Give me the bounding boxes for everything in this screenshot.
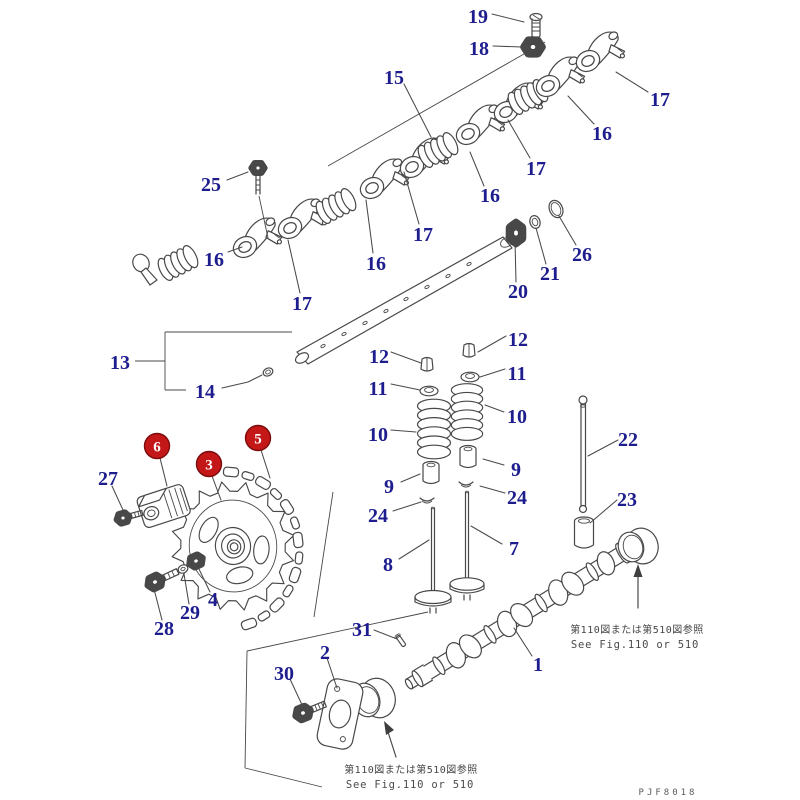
part-number-8: 8: [383, 554, 393, 576]
circled-part-number-5: 5: [244, 424, 272, 452]
drawing-code: PJF8018: [639, 788, 698, 798]
tensioner-bolt: [116, 508, 144, 524]
part-number-16: 16: [366, 253, 386, 275]
shaft-plug: [262, 367, 274, 377]
part-number-14: 14: [195, 381, 215, 403]
timing-chain: [222, 466, 304, 631]
detail-boundary-lines: [244, 41, 546, 788]
badge-circle: [195, 450, 223, 478]
cam-sprocket: [171, 481, 295, 611]
dowel-pin: [394, 633, 407, 648]
plate-bolt: [294, 700, 327, 721]
part-number-16: 16: [480, 185, 500, 207]
part-number-20: 20: [508, 281, 528, 303]
part-number-26: 26: [572, 244, 592, 266]
part-number-30: 30: [274, 663, 294, 685]
part-number-31: 31: [352, 619, 372, 641]
part-number-19: 19: [468, 6, 488, 28]
shaft-collar-set: [510, 199, 564, 242]
badge-circle: [143, 432, 171, 460]
part-number-18: 18: [469, 38, 489, 60]
adjusting-screw: [529, 12, 543, 39]
part-number-25: 25: [201, 174, 221, 196]
part-number-16: 16: [204, 249, 224, 271]
note-ja: 第110図または第510図参照: [570, 623, 704, 636]
part-number-21: 21: [540, 263, 560, 285]
badge-circle: [244, 424, 272, 452]
part-number-10: 10: [368, 424, 388, 446]
chain-tensioner: [136, 484, 191, 528]
note-en: See Fig.110 or 510: [571, 639, 699, 651]
sprocket-nut: [188, 554, 204, 569]
part-number-24: 24: [368, 505, 388, 527]
badge-number: 5: [254, 432, 262, 448]
callout-13-bracket: [135, 331, 292, 391]
part-number-9: 9: [384, 476, 394, 498]
part-number-11: 11: [508, 363, 527, 385]
part-number-24: 24: [507, 487, 527, 509]
cam-bushing-rear: [617, 527, 659, 565]
part-number-16: 16: [592, 123, 612, 145]
part-number-23: 23: [617, 489, 637, 511]
part-number-12: 12: [369, 346, 389, 368]
leader-lines: [111, 13, 649, 708]
part-number-10: 10: [507, 406, 527, 428]
part-number-7: 7: [509, 538, 519, 560]
sprocket-bolt: [146, 568, 180, 589]
sprocket-washer: [177, 564, 189, 574]
note-ja: 第110図または第510図参照: [344, 763, 478, 776]
part-number-22: 22: [618, 429, 638, 451]
valve-lifter: [573, 516, 595, 549]
part-number-9: 9: [511, 459, 521, 481]
part-number-28: 28: [154, 618, 174, 640]
thrust-plate: [316, 678, 364, 750]
camshaft: [404, 537, 638, 690]
circled-part-number-3: 3: [195, 450, 223, 478]
part-number-1: 1: [533, 654, 543, 676]
part-number-17: 17: [650, 89, 670, 111]
part-number-callouts: 1918171617161525161716172621201314121211…: [98, 6, 670, 685]
note-en: See Fig.110 or 510: [346, 779, 474, 791]
reference-note-right: 第110図または第510図参照 See Fig.110 or 510: [570, 623, 704, 651]
rocker-arm-row: [132, 27, 629, 286]
part-number-17: 17: [526, 158, 546, 180]
part-number-13: 13: [110, 352, 130, 374]
part-number-2: 2: [320, 642, 330, 664]
part-number-27: 27: [98, 468, 118, 490]
part-number-4: 4: [208, 589, 218, 611]
rocker-bolt: [252, 163, 269, 239]
valve-assembly: [414, 342, 485, 614]
note-arrows: [384, 564, 643, 758]
part-number-15: 15: [384, 67, 404, 89]
push-rod: [578, 395, 588, 514]
part-number-17: 17: [413, 224, 433, 246]
part-number-29: 29: [180, 602, 200, 624]
part-number-17: 17: [292, 293, 312, 315]
part-number-12: 12: [508, 329, 528, 351]
reference-note-bottom: 第110図または第510図参照 See Fig.110 or 510: [344, 763, 478, 791]
badge-number: 6: [153, 440, 161, 456]
badge-number: 3: [205, 458, 213, 474]
lock-nut: [525, 41, 541, 54]
part-number-11: 11: [369, 378, 388, 400]
circled-part-number-6: 6: [143, 432, 171, 460]
rocker-shaft: [294, 236, 514, 365]
